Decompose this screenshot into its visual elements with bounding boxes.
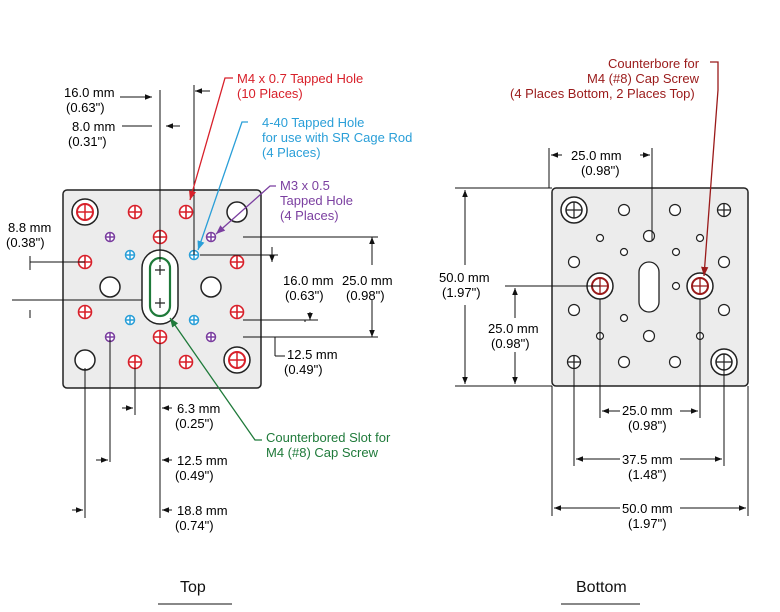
dim-b375-label: 37.5 mm <box>622 452 673 467</box>
cage-callout-line1: 4-40 Tapped Hole <box>262 115 364 130</box>
dim-b50w-label: 50.0 mm <box>622 501 673 516</box>
bottom-dimension-lines <box>455 148 749 516</box>
dim-b25h-inch: (0.98") <box>491 336 530 351</box>
dim-b25w-label: 25.0 mm <box>622 403 673 418</box>
dim-b25w-inch: (0.98") <box>628 418 667 433</box>
m3-leader <box>215 185 276 235</box>
cage-callout-line3: (4 Places) <box>262 145 321 160</box>
slot-leader <box>169 317 262 441</box>
top-dimension-lines <box>12 85 378 518</box>
dim-8-inch: (0.31") <box>68 134 107 149</box>
bottom-view: Counterbore for M4 (#8) Cap Screw (4 Pla… <box>439 56 749 605</box>
dim-16-inch: (0.63") <box>66 100 105 115</box>
dim-b50w-inch: (1.97") <box>628 516 667 531</box>
bottom-counterbore-bottom-right <box>710 348 738 376</box>
top-counterbore-bottom-right <box>223 346 251 374</box>
cage-callout-line2: for use with SR Cage Rod <box>262 130 412 145</box>
counterbore-callout-line1: Counterbore for <box>608 56 700 71</box>
dim-16v-inch: (0.63") <box>285 288 324 303</box>
dim-25v-inch: (0.98") <box>346 288 385 303</box>
dim-88-label: 8.8 mm <box>8 220 51 235</box>
bottom-view-title: Bottom <box>576 579 627 596</box>
dim-125h-label: 12.5 mm <box>177 453 228 468</box>
bottom-counterbore-center-right <box>686 272 714 300</box>
dim-63-inch: (0.25") <box>175 416 214 431</box>
dim-188-inch: (0.74") <box>175 518 214 533</box>
dim-b50h-label: 50.0 mm <box>439 270 490 285</box>
dim-188-label: 18.8 mm <box>177 503 228 518</box>
dim-b25top-inch: (0.98") <box>581 163 620 178</box>
dim-16-label: 16.0 mm <box>64 85 115 100</box>
dim-125h-inch: (0.49") <box>175 468 214 483</box>
dim-8-label: 8.0 mm <box>72 119 115 134</box>
bottom-slot <box>638 261 660 313</box>
dim-63-label: 6.3 mm <box>177 401 220 416</box>
m3-callout-line3: (4 Places) <box>280 208 339 223</box>
top-through-hole <box>226 201 248 223</box>
dim-b375-inch: (1.48") <box>628 467 667 482</box>
slot-callout-line2: M4 (#8) Cap Screw <box>266 445 379 460</box>
top-through-hole <box>99 276 121 298</box>
dim-125v-inch: (0.49") <box>284 362 323 377</box>
counterbore-callout-line3: (4 Places Bottom, 2 Places Top) <box>510 86 695 101</box>
bottom-counterbore-top-left <box>560 196 588 224</box>
dim-b25top-label: 25.0 mm <box>571 148 622 163</box>
top-through-hole <box>74 349 96 371</box>
top-counterbore-top-left <box>71 198 99 226</box>
m4-leader <box>189 77 233 201</box>
top-through-hole <box>200 276 222 298</box>
dim-b50h-inch: (1.97") <box>442 285 481 300</box>
top-view-title: Top <box>180 579 206 596</box>
dim-16v-label: 16.0 mm <box>283 273 334 288</box>
m4-callout-line1: M4 x 0.7 Tapped Hole <box>237 71 363 86</box>
m3-callout-line1: M3 x 0.5 <box>280 178 330 193</box>
slot-callout-line1: Counterbored Slot for <box>266 430 391 445</box>
top-view: 16.0 mm (0.63") 8.0 mm (0.31") 8.8 mm (0… <box>6 71 412 605</box>
dim-125v-label: 12.5 mm <box>287 347 338 362</box>
m3-tapped-holes <box>104 231 217 343</box>
dim-25v-label: 25.0 mm <box>342 273 393 288</box>
m4-callout-line2: (10 Places) <box>237 86 303 101</box>
m3-callout-line2: Tapped Hole <box>280 193 353 208</box>
cage-leader <box>197 121 248 251</box>
counterbored-slot <box>141 249 179 325</box>
dim-b25h-label: 25.0 mm <box>488 321 539 336</box>
dim-88-inch: (0.38") <box>6 235 45 250</box>
counterbore-leader <box>701 61 719 277</box>
bottom-tapped-cross-holes <box>566 202 732 370</box>
counterbore-callout-line2: M4 (#8) Cap Screw <box>587 71 700 86</box>
